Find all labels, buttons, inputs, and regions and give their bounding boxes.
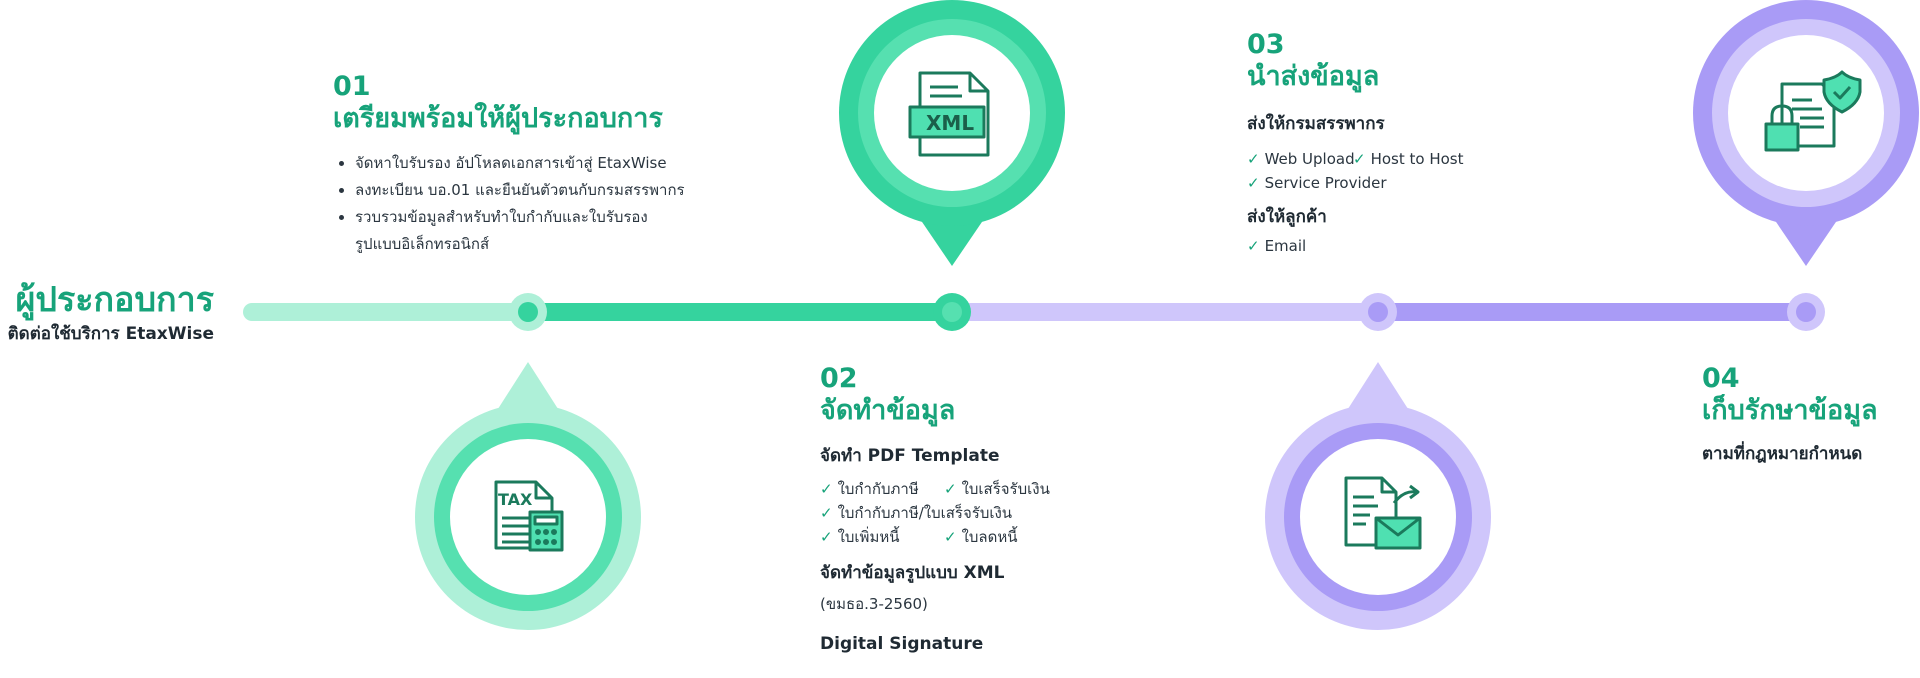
pdf-item: ✓ใบกำกับภาษี/ใบเสร็จรับเงิน xyxy=(820,504,1013,522)
step-1-bullet: จัดหาใบรับรอง อัปโหลดเอกสารเข้าสู่ EtaxW… xyxy=(355,150,685,177)
timeline-node-2 xyxy=(933,293,971,331)
step-4-number: 04 xyxy=(1702,363,1740,394)
hero-subtitle: ติดต่อใช้บริการ EtaxWise xyxy=(7,324,214,344)
step-2-title: จัดทำข้อมูล xyxy=(820,395,956,426)
step-1-bullet: รวบรวมข้อมูลสำหรับทำใบกำกับและใบรับรอง xyxy=(355,204,685,231)
xml-document-icon xyxy=(908,71,990,157)
pdf-item: ✓ใบเพิ่มหนี้ xyxy=(820,528,900,546)
step-4-block: 04 เก็บรักษาข้อมูล ตามที่กฎหมายกำหนด xyxy=(1702,364,1878,467)
secure-document-icon xyxy=(1764,70,1862,152)
timeline-node-1 xyxy=(509,293,547,331)
customer-heading: ส่งให้ลูกค้า xyxy=(1247,207,1327,227)
customer-items: ✓Email xyxy=(1247,236,1463,255)
step-1-title: เตรียมพร้อมให้ผู้ประกอบการ xyxy=(333,103,663,134)
customer-item: ✓Email xyxy=(1247,237,1307,255)
rd-item: ✓Web Upload xyxy=(1247,150,1355,168)
xml-heading: จัดทำข้อมูลรูปแบบ XML xyxy=(820,563,1005,583)
step-4-title: เก็บรักษาข้อมูล xyxy=(1702,395,1878,426)
step-1-bullet-continued: รูปแบบอิเล็กทรอนิกส์ xyxy=(355,235,490,253)
step-1-list: จัดหาใบรับรอง อัปโหลดเอกสารเข้าสู่ EtaxW… xyxy=(333,150,685,258)
step-2-number: 02 xyxy=(820,363,858,394)
rd-item: ✓Service Provider xyxy=(1247,174,1387,192)
rd-item: ✓Host to Host xyxy=(1353,150,1464,168)
rd-heading: ส่งให้กรมสรรพากร xyxy=(1247,114,1385,134)
rd-items: ✓Web Upload✓Host to Host ✓Service Provid… xyxy=(1247,147,1463,195)
step-4-subtitle: ตามที่กฎหมายกำหนด xyxy=(1702,444,1863,464)
pdf-item: ✓ใบกำกับภาษี xyxy=(820,480,919,498)
step-2-block: 02 จัดทำข้อมูล จัดทำ PDF Template ✓ใบกำก… xyxy=(820,363,1050,655)
step-1-number: 01 xyxy=(333,71,371,102)
pdf-item: ✓ใบลดหนี้ xyxy=(944,528,1018,546)
pdf-template-heading: จัดทำ PDF Template xyxy=(820,446,1000,466)
step-3-block: 03 นำส่งข้อมูล ส่งให้กรมสรรพากร ✓Web Upl… xyxy=(1247,29,1463,256)
xml-icon-label: XML xyxy=(926,111,975,135)
pdf-item: ✓ใบเสร็จรับเงิน xyxy=(944,480,1050,498)
digital-signature-heading: Digital Signature xyxy=(820,634,984,654)
step-1-bullet: ลงทะเบียน บอ.01 และยืนยันตัวตนกับกรมสรรพ… xyxy=(355,177,685,204)
hero-title: ผู้ประกอบการ xyxy=(15,280,214,320)
timeline-node-4 xyxy=(1787,293,1825,331)
timeline-node-3 xyxy=(1359,293,1397,331)
tax-calculator-icon xyxy=(494,480,564,552)
step-3-number: 03 xyxy=(1247,29,1285,60)
pdf-items: ✓ใบกำกับภาษี ✓ใบเสร็จรับเงิน ✓ใบกำกับภาษี… xyxy=(820,477,1050,549)
step-3-title: นำส่งข้อมูล xyxy=(1247,61,1380,92)
tax-icon-label: TAX xyxy=(498,490,533,509)
step-1-block: 01 เตรียมพร้อมให้ผู้ประกอบการ จัดหาใบรับ… xyxy=(333,72,685,258)
document-send-email-icon xyxy=(1344,476,1422,550)
xml-note: (ขมธอ.3-2560) xyxy=(820,595,928,613)
